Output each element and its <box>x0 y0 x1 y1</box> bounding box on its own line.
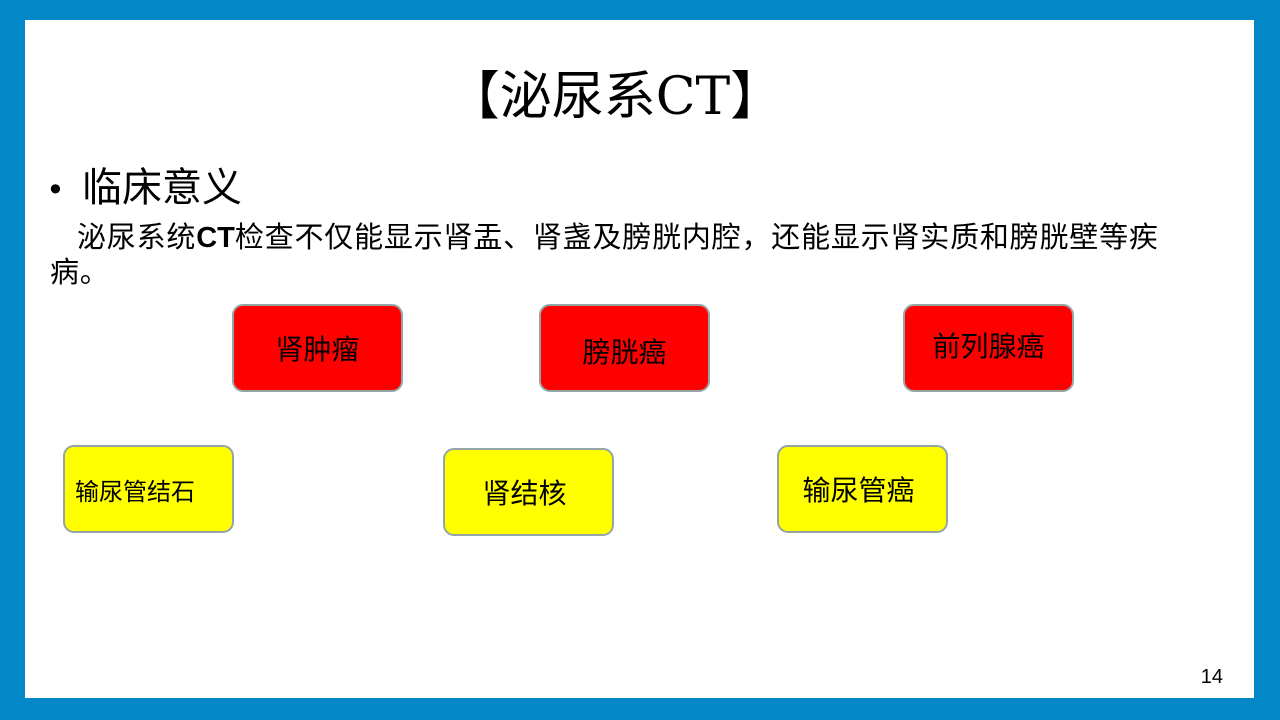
box-ureteral-calculus[interactable]: 输尿管结石 <box>63 445 234 533</box>
bullet-heading: • 临床意义 <box>46 162 242 216</box>
slide-title: 【泌尿系CT】 <box>447 67 783 127</box>
box-ureteral-cancer[interactable]: 输尿管癌 <box>777 445 948 533</box>
box-bladder-cancer[interactable]: 膀胱癌 <box>539 304 710 392</box>
body-text-part1: 泌尿系统 <box>77 220 197 254</box>
box-label: 膀胱癌 <box>582 336 667 369</box>
bullet-dot-icon: • <box>46 171 65 209</box>
box-label: 前列腺癌 <box>932 330 1045 363</box>
bullet-heading-text: 临床意义 <box>82 165 242 211</box>
box-label: 输尿管结石 <box>75 477 195 506</box>
body-text-part2: 检查不仅能显示肾盂、肾盏及膀胱内腔，还能显示肾实质和膀胱壁等疾病。 <box>50 220 1159 289</box>
body-paragraph: 泌尿系统CT检查不仅能显示肾盂、肾盏及膀胱内腔，还能显示肾实质和膀胱壁等疾病。 <box>50 220 1200 289</box>
box-label: 肾肿瘤 <box>275 333 360 366</box>
box-prostate-cancer[interactable]: 前列腺癌 <box>903 304 1074 392</box>
page-number: 14 <box>1200 666 1223 688</box>
body-text-bold: CT <box>196 222 235 254</box>
box-kidney-tumor[interactable]: 肾肿瘤 <box>232 304 403 392</box>
box-renal-tuberculosis[interactable]: 肾结核 <box>443 448 614 536</box>
box-label: 输尿管癌 <box>802 474 915 507</box>
box-label: 肾结核 <box>482 477 567 510</box>
